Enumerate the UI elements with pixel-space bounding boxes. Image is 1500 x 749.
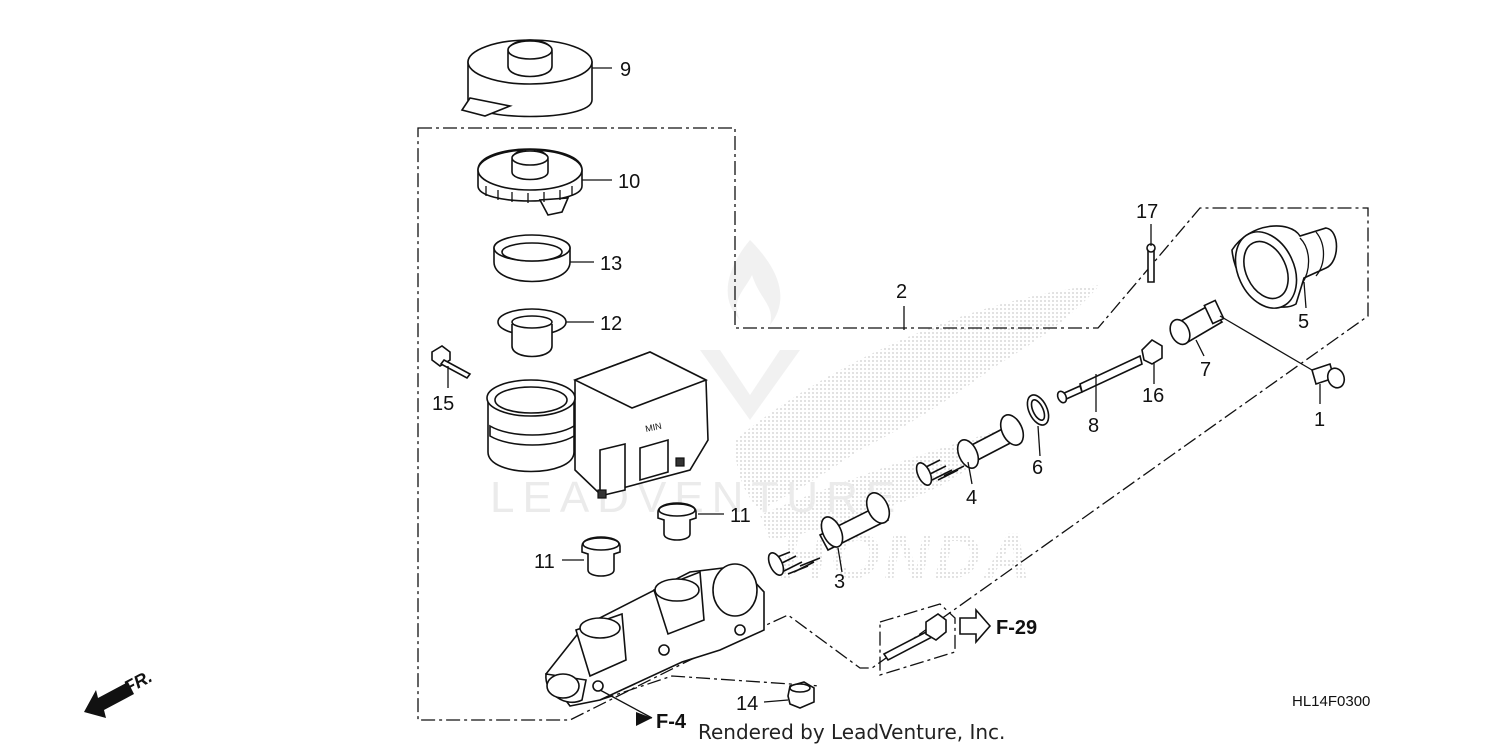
front-direction-indicator: FR. (84, 666, 155, 718)
callout-12: 12 (600, 313, 622, 335)
bleeder-nut (787, 681, 815, 709)
diaphragm (493, 234, 571, 283)
callout-numbers: 1 2 3 4 5 6 7 8 9 10 11 11 12 13 14 15 1… (432, 59, 1325, 715)
callout-17: 17 (1136, 201, 1158, 223)
master-cylinder-body (544, 563, 765, 707)
honda-wing-watermark (735, 285, 1100, 510)
callout-4: 4 (966, 487, 977, 509)
callout-6: 6 (1032, 457, 1043, 479)
secondary-piston-set (915, 414, 1025, 486)
callout-16: 16 (1142, 385, 1164, 407)
callout-13: 13 (600, 253, 622, 275)
reservoir-tank: MIN (486, 351, 709, 499)
honda-watermark-text: HONDA (780, 520, 1035, 592)
push-rod-joint (1169, 299, 1225, 346)
cotter-pin (1146, 243, 1156, 283)
callout-15: 15 (432, 393, 454, 415)
reservoir-grommet-lower (581, 536, 621, 577)
callout-3: 3 (834, 571, 845, 593)
callout-11-upper: 11 (730, 505, 751, 527)
callout-2: 2 (896, 281, 907, 303)
reference-f29-label[interactable]: F-29 (996, 617, 1037, 639)
reservoir-cap-cover (460, 39, 593, 118)
push-rod (1056, 354, 1143, 404)
push-rod-nut (1141, 338, 1163, 365)
svg-text:MIN: MIN (644, 421, 662, 434)
front-arrow-icon (84, 682, 134, 718)
callout-8: 8 (1088, 415, 1099, 437)
reference-f4[interactable]: F-4 (636, 711, 687, 733)
reservoir-assembly-outline (417, 127, 1369, 721)
callout-14: 14 (736, 693, 758, 715)
diaphragm-plate (497, 308, 567, 358)
reservoir-cap (477, 148, 583, 216)
callout-11-lower: 11 (534, 551, 555, 573)
circlip (1026, 394, 1050, 426)
mounting-bolt-outline (879, 603, 956, 676)
cylinder-body-outline (599, 675, 821, 701)
mounting-bolt (882, 613, 947, 662)
reservoir-grommet-upper (657, 502, 697, 541)
primary-piston-set (767, 492, 891, 576)
reference-arrow-icon (959, 607, 992, 645)
credit-text: Rendered by LeadVenture, Inc. (698, 720, 1005, 744)
reference-f29[interactable]: F-29 (959, 607, 1037, 645)
callout-5: 5 (1298, 311, 1309, 333)
diagram-code: HL14F0300 (1292, 693, 1370, 710)
leader-lines (447, 67, 1321, 719)
reference-f4-label[interactable]: F-4 (656, 711, 687, 733)
callout-9: 9 (620, 59, 631, 81)
reference-arrow-icon (636, 712, 652, 726)
leadventure-flame-logo (727, 240, 781, 325)
callout-10: 10 (618, 171, 640, 193)
reservoir-screw (431, 345, 472, 380)
dust-boot (1231, 225, 1338, 309)
clevis-pin (1311, 362, 1346, 389)
callout-1: 1 (1314, 409, 1325, 431)
callout-7: 7 (1200, 359, 1211, 381)
